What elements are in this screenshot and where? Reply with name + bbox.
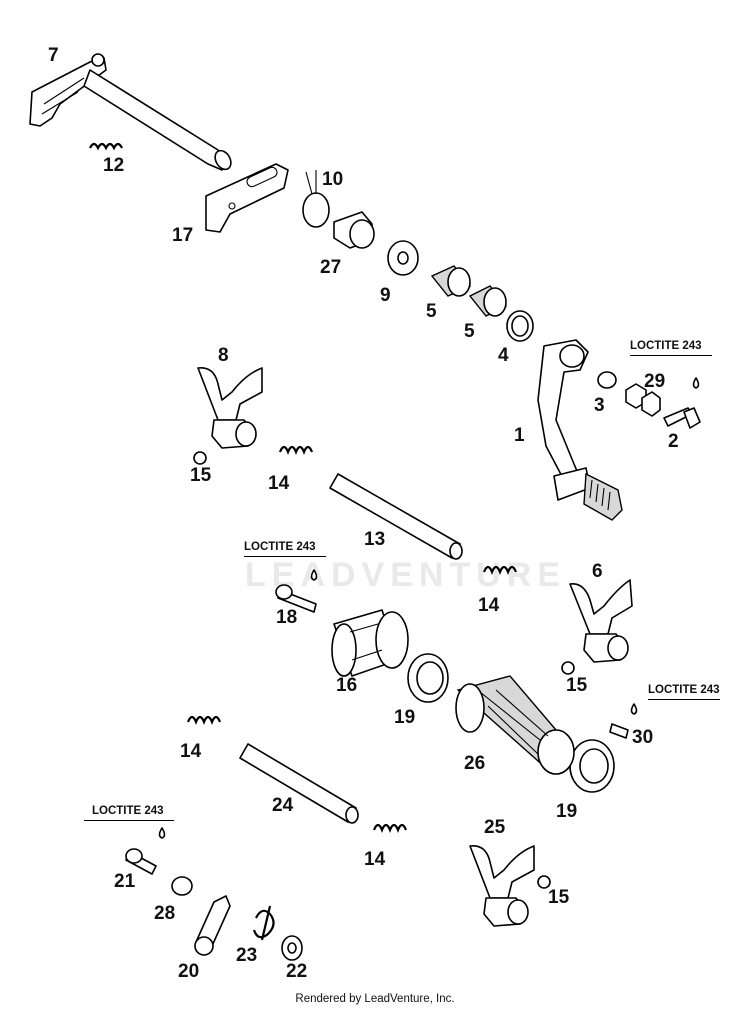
needle-bearing-1	[430, 265, 472, 297]
loctite-note: LOCTITE 243	[648, 684, 720, 696]
cam-segment	[333, 211, 375, 249]
loctite-drop	[630, 703, 638, 715]
loctite-drop	[310, 569, 318, 581]
shift-drum	[455, 675, 575, 775]
part-label: 5	[464, 321, 475, 342]
part-label: 14	[364, 849, 386, 870]
spring-a	[278, 445, 314, 455]
part-label: 6	[592, 561, 603, 582]
part-label: 19	[394, 707, 416, 728]
part-label: 24	[272, 795, 294, 816]
part-label: 14	[180, 741, 202, 762]
spring-d	[372, 823, 408, 833]
drum-bearing-2	[569, 739, 615, 793]
shift-fork-25	[469, 845, 535, 927]
loctite-note: LOCTITE 243	[244, 541, 316, 553]
seal-ring	[506, 310, 534, 342]
part-label: 20	[178, 961, 200, 982]
part-label: 18	[276, 607, 298, 628]
loctite-underline	[648, 699, 720, 700]
part-label: 10	[322, 169, 344, 190]
spring-c	[186, 715, 222, 725]
screw-30	[609, 723, 629, 739]
washer	[387, 240, 419, 276]
part-label: 5	[426, 301, 437, 322]
part-label: 17	[172, 225, 194, 246]
part-label: 30	[632, 727, 654, 748]
fork-rod-13	[329, 473, 463, 560]
part-label: 15	[190, 465, 212, 486]
shift-fork-8	[197, 367, 263, 449]
spring-b	[482, 565, 518, 575]
fork-pin-2	[561, 661, 575, 675]
lever-washer	[597, 371, 617, 389]
part-label: 29	[644, 371, 666, 392]
part-label: 3	[594, 395, 605, 416]
fork-pin-3	[537, 875, 551, 889]
watermark: LEADVENTURE	[245, 556, 567, 594]
part-label: 28	[154, 903, 176, 924]
shift-lever	[537, 339, 623, 521]
part-label: 26	[464, 753, 486, 774]
lever-bolt	[663, 407, 701, 429]
shift-fork-6	[569, 579, 633, 663]
part-label: 23	[236, 945, 258, 966]
spring-clip	[302, 170, 330, 228]
needle-bearing-2	[468, 285, 508, 317]
part-label: 7	[48, 45, 59, 66]
part-label: 13	[364, 529, 386, 550]
shaft-spring	[89, 142, 123, 151]
bolt-21	[125, 848, 157, 875]
part-label: 16	[336, 675, 358, 696]
part-label: 14	[478, 595, 500, 616]
part-label: 21	[114, 871, 136, 892]
drum-bearing-1	[407, 653, 449, 703]
loctite-drop	[158, 827, 166, 839]
part-label: 2	[668, 431, 679, 452]
part-label: 27	[320, 257, 342, 278]
part-label: 15	[566, 675, 588, 696]
roller	[281, 935, 303, 961]
part-label: 25	[484, 817, 506, 838]
part-label: 14	[268, 473, 290, 494]
part-label: 12	[103, 155, 125, 176]
shift-shaft	[29, 53, 232, 171]
loctite-note: LOCTITE 243	[92, 805, 164, 817]
shift-plate	[205, 163, 289, 233]
fork-pin-1	[193, 451, 207, 465]
torsion-spring	[252, 905, 275, 941]
washer-28	[171, 876, 193, 896]
part-label: 8	[218, 345, 229, 366]
loctite-underline	[244, 556, 326, 557]
part-label: 22	[286, 961, 308, 982]
index-lever	[194, 895, 231, 956]
loctite-note: LOCTITE 243	[630, 340, 702, 352]
part-label: 15	[548, 887, 570, 908]
part-label: 4	[498, 345, 509, 366]
part-label: 1	[514, 425, 525, 446]
screw-18	[275, 584, 317, 613]
footer-credit: Rendered by LeadVenture, Inc.	[295, 993, 455, 1005]
part-label: 9	[380, 285, 391, 306]
part-label: 19	[556, 801, 578, 822]
shift-drum-cam	[331, 609, 409, 677]
lever-nuts	[625, 383, 661, 417]
loctite-underline	[630, 355, 712, 356]
loctite-drop	[692, 377, 700, 389]
fork-rod-24	[239, 743, 359, 824]
loctite-underline	[84, 820, 174, 821]
